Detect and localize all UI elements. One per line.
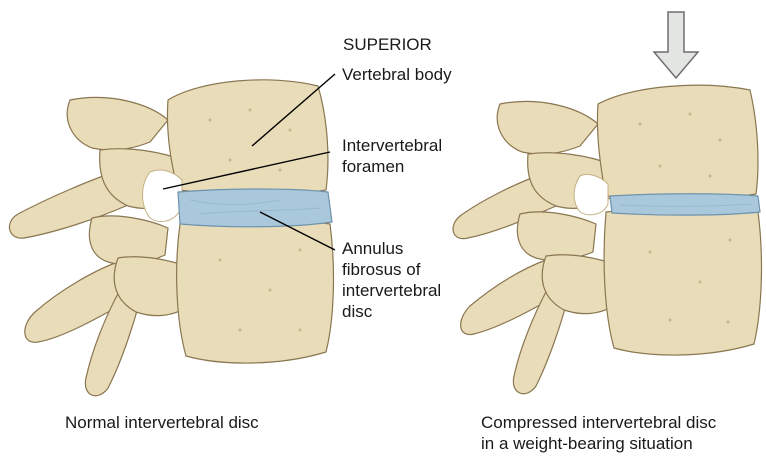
compressed-vertebrae-illustration bbox=[453, 85, 761, 394]
right-upper-pedicle bbox=[497, 101, 598, 154]
normal-intervertebral-disc bbox=[178, 189, 332, 227]
caption-normal-disc: Normal intervertebral disc bbox=[65, 412, 259, 433]
left-upper-vertebral-body bbox=[167, 80, 327, 195]
normal-vertebrae-illustration bbox=[9, 80, 333, 396]
load-arrow-icon bbox=[654, 12, 698, 78]
right-lower-articular-process bbox=[517, 212, 596, 261]
left-lower-vertebral-body bbox=[177, 220, 334, 364]
caption-compressed-disc: Compressed intervertebral disc in a weig… bbox=[481, 412, 716, 454]
label-annulus-fibrosus: Annulus fibrosus of intervertebral disc bbox=[342, 238, 441, 322]
label-vertebral-body: Vertebral body bbox=[342, 64, 452, 85]
left-intervertebral-foramen bbox=[143, 170, 183, 221]
right-upper-vertebral-body bbox=[597, 85, 758, 199]
right-lower-vertebral-body bbox=[604, 208, 761, 356]
label-intervertebral-foramen: Intervertebral foramen bbox=[342, 135, 442, 177]
right-intervertebral-foramen bbox=[574, 174, 608, 214]
diagram-title-superior: SUPERIOR bbox=[343, 34, 432, 55]
left-upper-pedicle bbox=[67, 97, 168, 150]
